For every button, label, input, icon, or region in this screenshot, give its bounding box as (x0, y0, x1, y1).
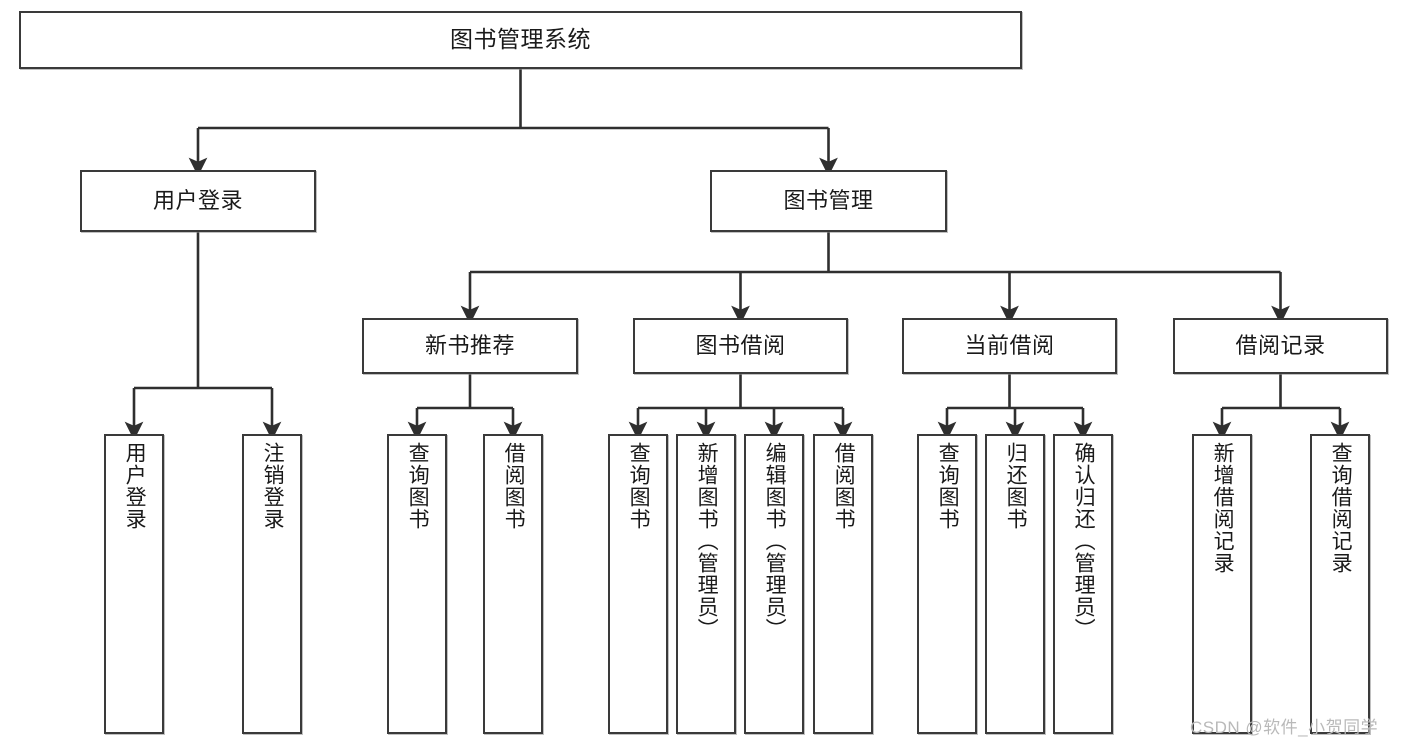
node-new-book-recommend: 新书推荐 (362, 318, 578, 374)
node-label: 借阅记录 (1235, 333, 1326, 359)
node-leaf-edit-book: 编辑图书（管理员） (744, 434, 804, 734)
node-label: 查询图书 (627, 442, 651, 530)
node-book-management: 图书管理 (710, 170, 947, 232)
node-label: 编辑图书（管理员） (763, 442, 787, 640)
node-label: 图书管理系统 (450, 26, 591, 53)
node-label: 图书借阅 (695, 333, 786, 359)
node-label: 借阅图书 (832, 442, 856, 530)
node-leaf-query-record: 查询借阅记录 (1310, 434, 1370, 734)
node-leaf-query-book-2: 查询图书 (608, 434, 668, 734)
node-label: 查询借阅记录 (1329, 442, 1353, 574)
node-leaf-confirm-return: 确认归还（管理员） (1053, 434, 1113, 734)
node-label: 用户登录 (123, 442, 147, 530)
node-label: 查询图书 (406, 442, 430, 530)
node-current-borrow: 当前借阅 (902, 318, 1117, 374)
node-leaf-borrow-book-2: 借阅图书 (813, 434, 873, 734)
node-user-login: 用户登录 (80, 170, 316, 232)
node-label: 确认归还（管理员） (1072, 442, 1096, 640)
node-book-borrow: 图书借阅 (633, 318, 848, 374)
node-leaf-return-book: 归还图书 (985, 434, 1045, 734)
node-label: 图书管理 (783, 188, 874, 214)
node-leaf-logout: 注销登录 (242, 434, 302, 734)
node-label: 新增图书（管理员） (695, 442, 719, 640)
watermark-label: CSDN @软件_小贺同学 (1190, 718, 1379, 737)
node-leaf-borrow-book-1: 借阅图书 (483, 434, 543, 734)
node-leaf-user-login: 用户登录 (104, 434, 164, 734)
node-label: 注销登录 (261, 442, 285, 530)
node-leaf-query-book-3: 查询图书 (917, 434, 977, 734)
node-label: 归还图书 (1004, 442, 1028, 530)
node-label: 新书推荐 (424, 333, 515, 359)
node-leaf-add-record: 新增借阅记录 (1192, 434, 1252, 734)
node-leaf-add-book: 新增图书（管理员） (676, 434, 736, 734)
node-label: 新增借阅记录 (1211, 442, 1235, 574)
node-label: 当前借阅 (964, 333, 1055, 359)
node-label: 查询图书 (936, 442, 960, 530)
node-root: 图书管理系统 (19, 11, 1022, 69)
node-label: 借阅图书 (502, 442, 526, 530)
node-borrow-record: 借阅记录 (1173, 318, 1388, 374)
node-label: 用户登录 (152, 188, 243, 214)
node-leaf-query-book-1: 查询图书 (387, 434, 447, 734)
